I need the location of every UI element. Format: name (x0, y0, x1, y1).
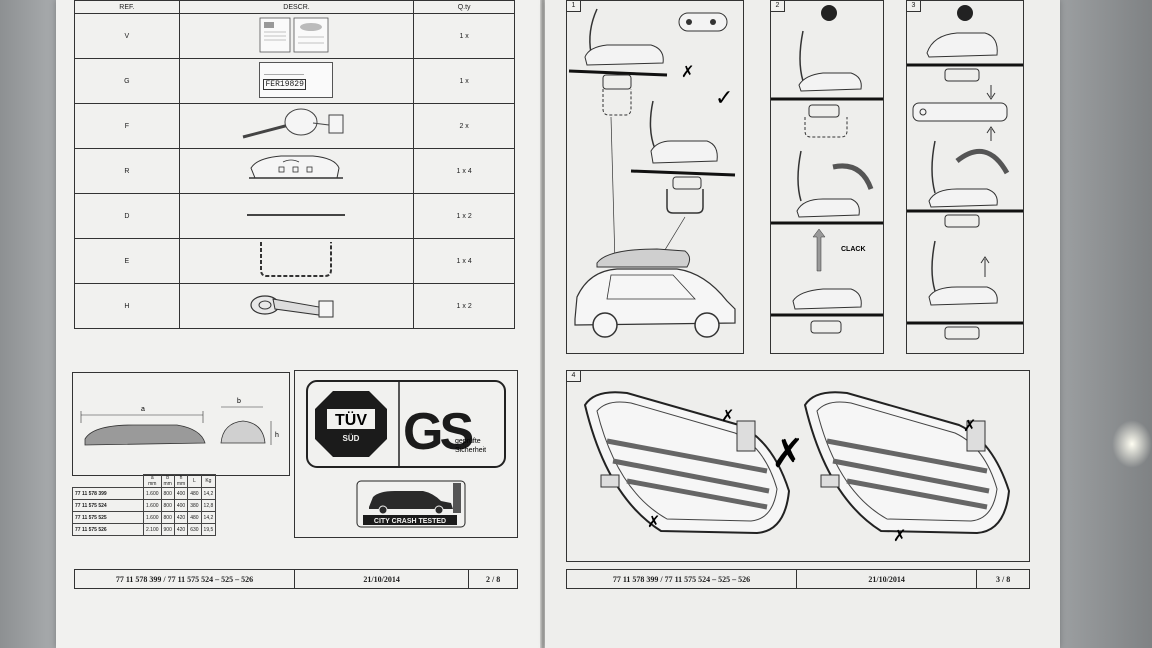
parts-table: REF. DESCR. Q.ty V 1 x G FER19829 (74, 0, 515, 329)
u-bolt-drawing (178, 238, 415, 284)
col-a: a (150, 475, 154, 481)
svg-text:✗: ✗ (647, 514, 660, 531)
clack-label: CLACK (841, 246, 866, 253)
step-1-panel: 1 ✗ ✓ (566, 0, 744, 354)
dim-b-label: b (237, 398, 241, 405)
crash-test-car-icon (369, 483, 461, 515)
step-3-illustration (907, 5, 1023, 340)
step-3-panel: 3 (906, 0, 1024, 354)
gs-label-line2: Sicherheit (455, 447, 486, 454)
qty-cell: 1 x 4 (413, 238, 515, 284)
rod-drawing (178, 193, 415, 239)
table-row: 77 11 575 525 1.600 800 420 480 14,2 (72, 511, 217, 524)
lock-icon (821, 5, 837, 21)
svg-text:✗: ✗ (721, 408, 734, 425)
qty-cell: 1 x (413, 13, 515, 59)
footer-codes: 77 11 578 399 / 77 11 575 524 – 525 – 52… (75, 570, 295, 588)
tuv-label: TÜV (335, 410, 367, 429)
arrow-down-icon (986, 85, 996, 100)
roof-box-wrong-position-1: ✗ ✗ (583, 391, 791, 535)
footer-codes: 77 11 578 399 / 77 11 575 524 – 525 – 52… (567, 570, 797, 588)
certification-box: TÜV SÜD GS geprüfte Sicherheit CITY CRAS… (294, 370, 518, 538)
col-b: b (166, 475, 170, 481)
table-row: E 1 x 4 (74, 238, 515, 284)
footer-date: 21/10/2014 (295, 570, 470, 588)
ref-cell: E (74, 238, 180, 284)
gs-label-line1: geprüfte (455, 438, 481, 445)
svg-text:✗: ✗ (963, 418, 976, 435)
key-drawing (178, 103, 415, 149)
col-kg: Kg (200, 474, 217, 488)
step-2-illustration: CLACK (771, 5, 883, 334)
ref-cell: G (74, 58, 180, 104)
light-glare (1112, 420, 1152, 468)
page-spine (540, 0, 546, 648)
qty-cell: 1 x 2 (413, 283, 515, 329)
qty-header: Q.ty (413, 0, 515, 14)
arrow-up-icon (986, 126, 996, 141)
parts-table-header: REF. DESCR. Q.ty (74, 0, 515, 14)
label-code: FER19829 (263, 79, 306, 90)
table-row: G FER19829 1 x (74, 58, 515, 104)
dim-a-label: a (141, 406, 145, 413)
roof-box-dimensions-drawing: a b h (80, 398, 279, 446)
step-number: 4 (566, 370, 581, 382)
col-h: h (179, 475, 183, 481)
step-2-panel: 2 CLACK (770, 0, 884, 354)
table-row: 77 11 575 524 1.600 800 400 380 12,8 (72, 499, 217, 512)
table-row: 77 11 578 399 1.600 800 400 480 14,2 (72, 487, 217, 500)
step-number: 1 (566, 0, 581, 12)
wrong-cross-icon: ✗ (771, 432, 805, 476)
unlock-icon (957, 5, 973, 21)
footer-date: 21/10/2014 (797, 570, 978, 588)
step-1-illustration: ✗ ✓ (568, 8, 736, 338)
manual-leaflet-drawing (178, 13, 415, 59)
arrow-up-icon (812, 228, 826, 272)
dim-h-label: h (275, 432, 279, 439)
table-row: H 1 x 2 (74, 283, 515, 329)
ref-cell: D (74, 193, 180, 239)
gs-mark: GS (403, 403, 472, 461)
roof-box-wrong-position-2: ✗ ✗ (803, 391, 1011, 545)
table-row: F 2 x (74, 103, 515, 149)
page-number: 3 / 8 (995, 574, 1011, 584)
footer-left: 77 11 578 399 / 77 11 575 524 – 525 – 52… (74, 569, 518, 589)
strap-drawing (178, 283, 415, 329)
car-with-roof-box-icon (574, 248, 736, 338)
sud-label: SÜD (343, 434, 360, 443)
footer-right: 77 11 578 399 / 77 11 575 524 – 525 – 52… (566, 569, 1030, 589)
check-icon: ✓ (715, 85, 733, 110)
step-number: 3 (906, 0, 921, 12)
qty-cell: 1 x (413, 58, 515, 104)
table-row: D 1 x 2 (74, 193, 515, 239)
clamp-drawing (178, 148, 415, 194)
ref-cell: R (74, 148, 180, 194)
dimensions-box: a b h (72, 372, 290, 476)
descr-header: DESCR. (178, 0, 415, 14)
qty-cell: 2 x (413, 103, 515, 149)
label-sticker: FER19829 (259, 62, 334, 98)
table-row: 77 11 575 526 2.100 900 420 630 19,5 (72, 523, 217, 536)
page-number: 2 / 8 (485, 574, 501, 584)
ref-cell: V (74, 13, 180, 59)
step-number: 2 (770, 0, 785, 12)
ref-cell: F (74, 103, 180, 149)
qty-cell: 1 x 4 (413, 148, 515, 194)
table-row: R 1 x 4 (74, 148, 515, 194)
table-row: V 1 x (74, 13, 515, 59)
step-4-illustration: ✗ ✗ ✗ ✗ ✗ (583, 391, 1011, 545)
qty-cell: 1 x 2 (413, 193, 515, 239)
cross-icon: ✗ (681, 64, 694, 81)
ref-cell: H (74, 283, 180, 329)
col-l: L (187, 474, 202, 488)
step-4-panel: 4 ✗ ✗ ✗ ✗ ✗ (566, 370, 1030, 562)
ref-header: REF. (74, 0, 180, 14)
svg-text:✗: ✗ (893, 528, 906, 545)
crash-tested-label: CITY CRASH TESTED (374, 518, 446, 525)
